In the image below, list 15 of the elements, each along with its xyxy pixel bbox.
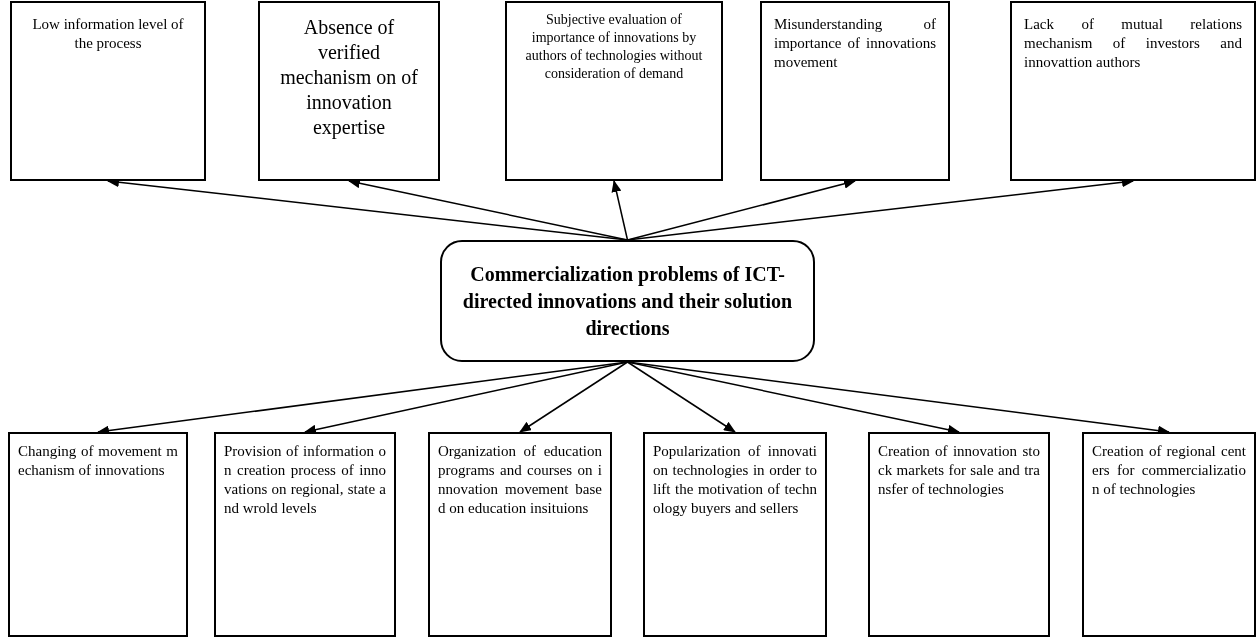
solution-box: Changing of movement mechanism of innovations [8,432,188,637]
solution-box: Creation of innovation stock markets for sale and transfer of technologies [868,432,1050,637]
problem-box: Subjective evaluation of importance of innovations by authors of technologies without consideration of demand [505,1,723,181]
solution-box: Provision of information on creation process of innovations on regional, state and wrold levels [214,432,396,637]
solution-box: Creation of regional centers for commercialization of technologies [1082,432,1256,637]
arrow [519,361,629,433]
solution-box: Popularization of innovation technologies in order to lift the motivation of technology buyers and sellers [643,432,827,637]
solution-box: Organization of education programs and courses on innovation movement based on education insituions [428,432,612,637]
arrow [626,361,736,433]
problem-box: Absence of verified mechanism on of innovation expertise [258,1,440,181]
central-rounded-box: Commercialization problems of ICT-directed innovations and their solution directions [440,240,815,362]
problem-box: Lack of mutual relations mechanism of investors and innovattion authors [1010,1,1256,181]
problem-box: Misunderstanding of importance of innovations movement [760,1,950,181]
arrow [611,180,629,241]
problem-box: Low information level of the process [10,1,206,181]
